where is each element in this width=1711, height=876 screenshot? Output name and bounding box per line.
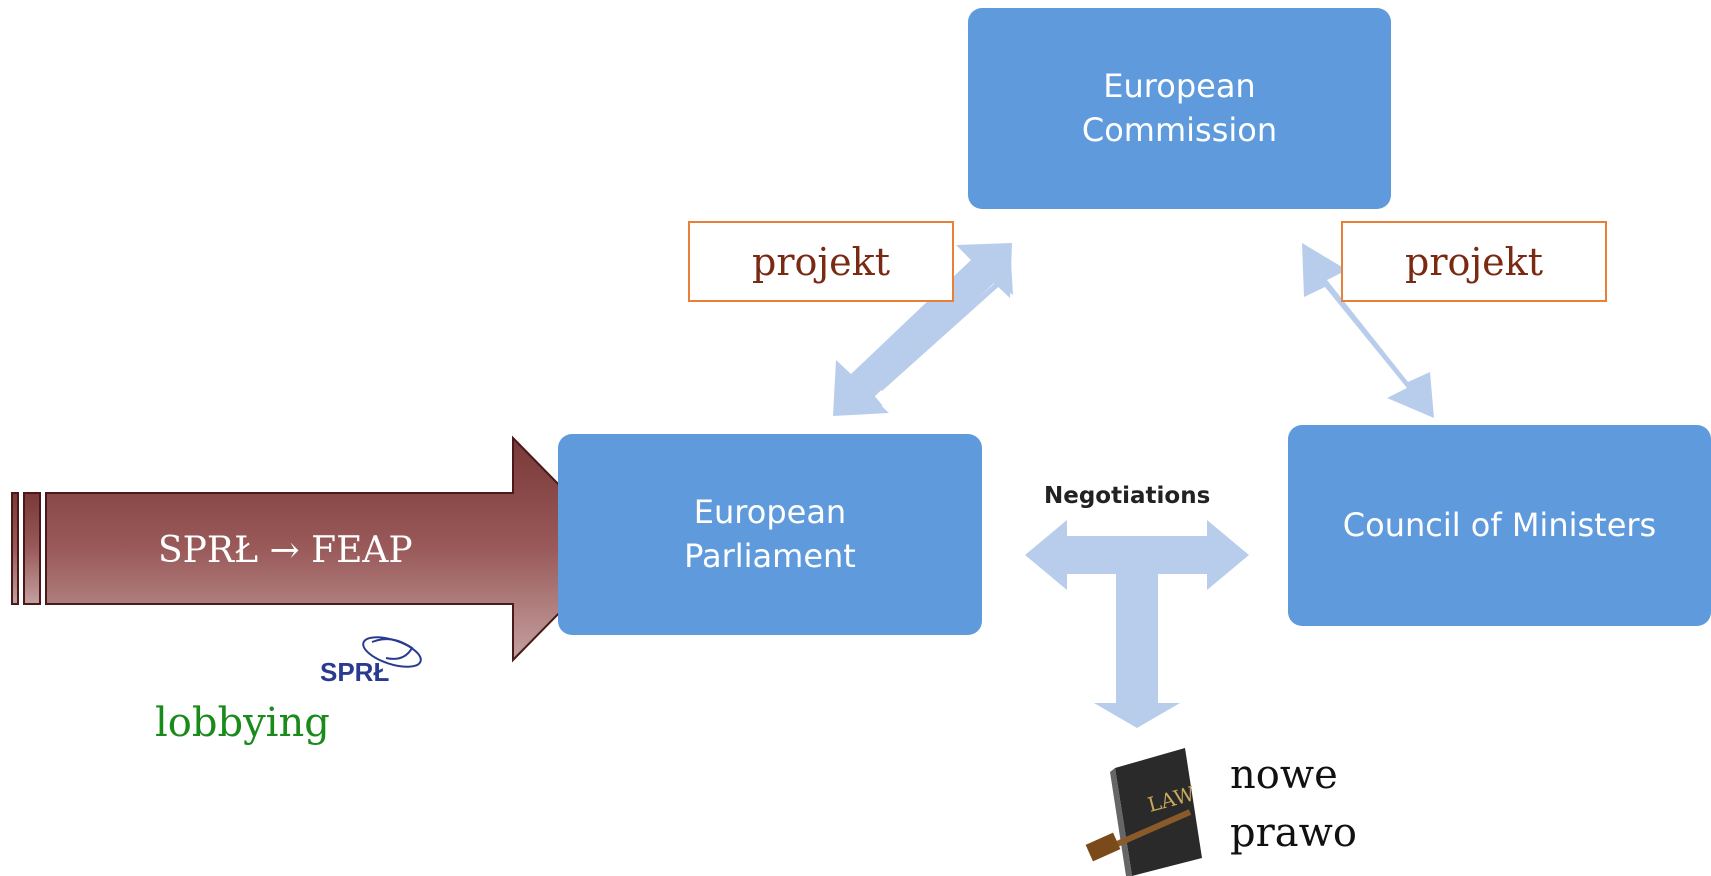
negotiations-label: Negotiations (1044, 483, 1211, 509)
svg-text:SPRŁ: SPRŁ (320, 657, 389, 687)
down-arrow (1094, 574, 1180, 728)
council-label: Council of Ministers (1342, 505, 1657, 544)
projekt-tag-right: projekt (1341, 221, 1607, 302)
parliament-label: European Parliament (684, 493, 856, 575)
commission-label: European Commission (1081, 67, 1278, 149)
box-council-of-ministers: Council of Ministers (1288, 425, 1711, 626)
double-arrow-right (1302, 243, 1434, 418)
result-line-2: prawo (1230, 810, 1357, 856)
lobby-arrow-label: SPRŁ → FEAP (158, 530, 413, 571)
negotiations-double-arrow (1025, 520, 1249, 590)
projekt-tag-left: projekt (688, 221, 954, 302)
law-book-icon: LAW (1085, 748, 1202, 876)
box-european-parliament: European Parliament (558, 434, 982, 635)
box-european-commission: European Commission (968, 8, 1391, 209)
result-line-1: nowe (1230, 752, 1338, 798)
double-arrow-left (833, 243, 1012, 416)
fish-logo-icon: SPRŁ (320, 636, 422, 687)
lobbying-label: lobbying (155, 700, 330, 746)
